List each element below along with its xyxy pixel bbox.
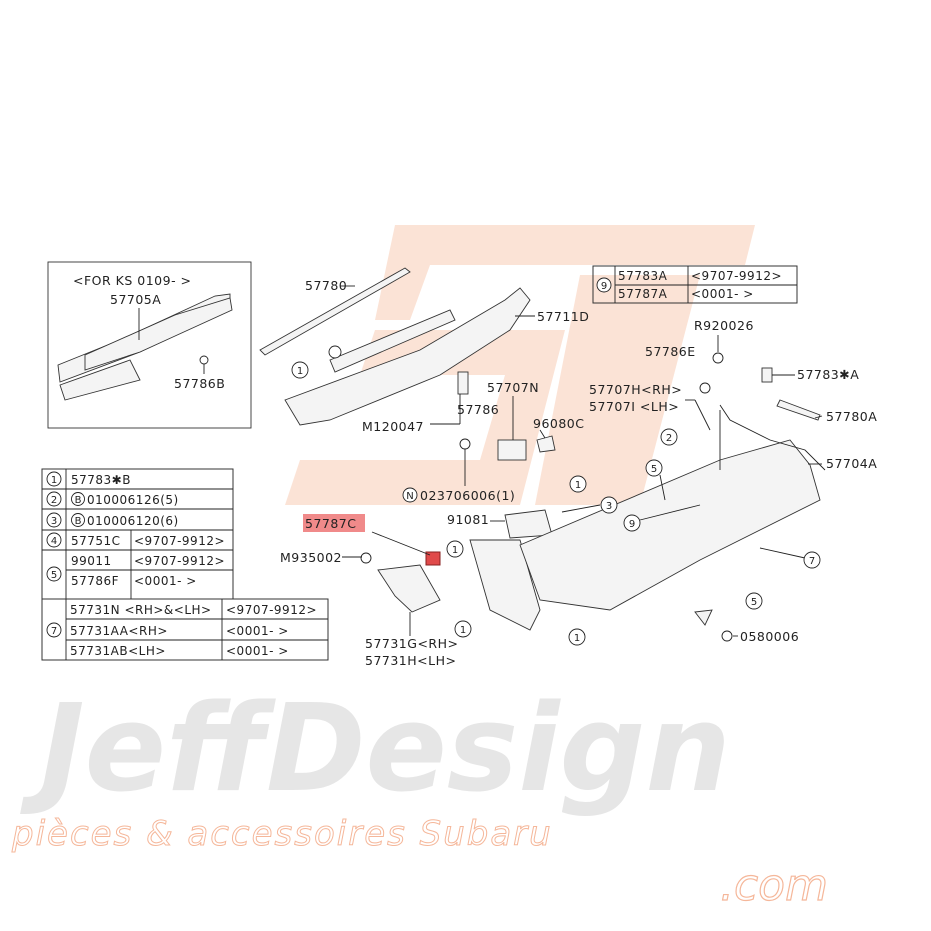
label-91081[interactable]: 91081 — [447, 512, 489, 527]
table7-part: 57731AB<LH> — [70, 644, 166, 658]
highlight-bg — [303, 514, 365, 532]
ref-1-mark: 1 — [574, 633, 580, 644]
table7-period: <0001- > — [226, 624, 289, 638]
legend-part: 010006120(6) — [87, 514, 179, 528]
legend-table: 1 57783✱B 2 B 010006126(5) 3 B 010006120… — [41, 468, 234, 600]
ref-2: 2 — [51, 495, 57, 506]
bumper-beam-upper — [84, 297, 233, 371]
n-mark: N — [406, 491, 413, 502]
inset-note: <FOR KS 0109- > — [73, 273, 192, 288]
ref-1-mark: 1 — [575, 480, 581, 491]
legend-period: <9707-9912> — [134, 554, 225, 568]
legend-period: <0001- > — [134, 574, 197, 588]
label-R920026[interactable]: R920026 — [694, 318, 754, 333]
fog-lamp-91081 — [504, 509, 553, 539]
ref-1-mark: 1 — [297, 366, 303, 377]
watermark-domain: .com — [720, 860, 828, 911]
clip-icon — [694, 609, 713, 626]
ref-1-mark: 1 — [460, 625, 466, 636]
rear-bumper-57704A — [519, 439, 821, 611]
label-57707I[interactable]: 57707I <LH> — [589, 399, 679, 414]
legend-part: 010006126(5) — [87, 493, 179, 507]
ref-2-mark: 2 — [666, 433, 672, 444]
bracket-57731 — [377, 564, 441, 613]
label-57787C[interactable]: 57787C — [305, 516, 357, 531]
trim-57780A — [776, 399, 821, 421]
table9-part: 57783A — [618, 269, 668, 283]
label-57780[interactable]: 57780 — [305, 278, 347, 293]
table9-period: <0001- > — [691, 287, 754, 301]
bolt-M935002 — [360, 552, 372, 564]
table-7: 7 57731N <RH>&<LH> <9707-9912> 57731AA<R… — [41, 598, 329, 661]
nut-icon — [459, 438, 471, 450]
pin-R920026 — [712, 352, 724, 364]
legend-part: 57751C — [71, 534, 121, 548]
label-57707N[interactable]: 57707N — [487, 380, 539, 395]
leader-lines — [340, 285, 823, 637]
ref-3: 3 — [51, 516, 57, 527]
watermark-brand: JeffDesign — [20, 680, 731, 819]
table9-part: 57787A — [618, 287, 668, 301]
legend-part: 57783✱B — [71, 473, 131, 487]
legend-part: 99011 — [71, 554, 112, 568]
table7-period: <9707-9912> — [226, 603, 317, 617]
clip-57786E — [699, 382, 711, 394]
side-panel — [469, 539, 541, 631]
inset-box: <FOR KS 0109- > 57705A 57786B — [47, 261, 252, 429]
bracket-57707N — [497, 439, 527, 461]
label-M120047[interactable]: M120047 — [362, 419, 424, 434]
clip-96080C — [536, 435, 556, 453]
label-57780A[interactable]: 57780A — [826, 409, 877, 424]
ref-1-mark: 1 — [452, 545, 458, 556]
legend-period: <9707-9912> — [134, 534, 225, 548]
label-57705A: 57705A — [110, 292, 161, 307]
ref-5-mark: 5 — [751, 597, 757, 608]
screw-0580006 — [721, 630, 733, 642]
label-023706006[interactable]: 023706006(1) — [420, 488, 515, 503]
ref-7-mark: 7 — [809, 556, 815, 567]
bumper-beam-end — [59, 359, 141, 401]
table7-part: 57731N <RH>&<LH> — [70, 603, 212, 617]
label-M935002[interactable]: M935002 — [280, 550, 342, 565]
ref-9: 9 — [601, 281, 607, 292]
ref-1: 1 — [51, 475, 57, 486]
legend-part: 57786F — [71, 574, 119, 588]
label-57786B: 57786B — [174, 376, 225, 391]
ref-4: 4 — [51, 536, 57, 547]
watermark-logo — [285, 225, 755, 505]
ref-5: 5 — [51, 570, 57, 581]
bumper-reinforcement-57711D — [284, 287, 531, 426]
clip-57783A — [761, 367, 773, 383]
clip-icon — [328, 345, 342, 359]
bolt-M120047 — [457, 371, 469, 395]
ref-5-mark: 5 — [651, 464, 657, 475]
table9-period: <9707-9912> — [691, 269, 782, 283]
label-0580006[interactable]: 0580006 — [740, 629, 799, 644]
label-57786[interactable]: 57786 — [457, 402, 499, 417]
trim-strip-57780 — [259, 267, 411, 356]
ref-9-mark: 9 — [629, 519, 635, 530]
ref-3-mark: 3 — [606, 501, 612, 512]
watermark-tagline: pièces & accessoires Subaru — [11, 814, 553, 854]
table-9: 9 57783A <9707-9912> 57787A <0001- > — [592, 265, 798, 304]
label-57711D[interactable]: 57711D — [537, 309, 589, 324]
table7-period: <0001- > — [226, 644, 289, 658]
ref-circles: 1 1 3 1 1 1 5 7 9 5 2 — [291, 361, 821, 646]
label-57783A[interactable]: 57783✱A — [797, 367, 859, 382]
label-57704A[interactable]: 57704A — [826, 456, 877, 471]
label-96080C[interactable]: 96080C — [533, 416, 585, 431]
label-57786E[interactable]: 57786E — [645, 344, 696, 359]
table7-part: 57731AA<RH> — [70, 624, 168, 638]
label-57731G[interactable]: 57731G<RH> — [365, 636, 458, 651]
b-mark: B — [75, 495, 82, 506]
b-mark: B — [75, 516, 82, 527]
ref-7: 7 — [51, 626, 57, 637]
label-57731H[interactable]: 57731H<LH> — [365, 653, 456, 668]
screw-icon — [199, 355, 209, 365]
label-57707H[interactable]: 57707H<RH> — [589, 382, 682, 397]
